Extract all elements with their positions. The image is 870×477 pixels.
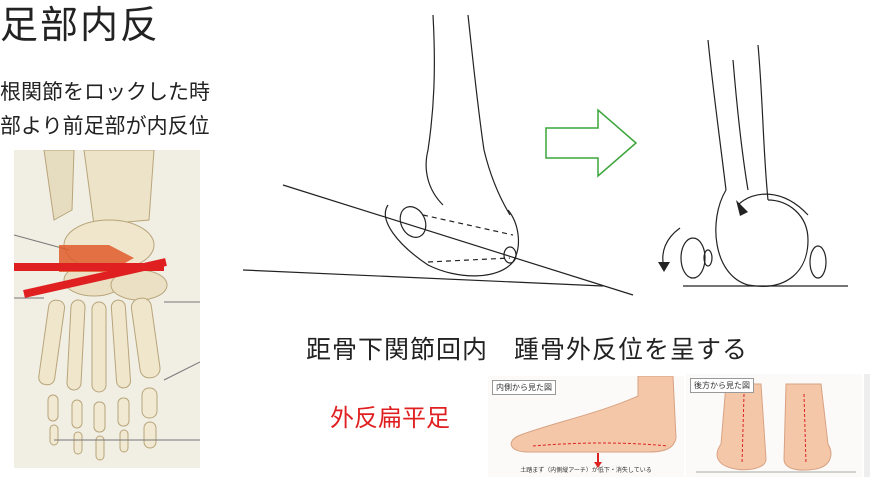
medial-foot-svg: [510, 376, 677, 468]
note-line-2: 部より前足部が内反位: [0, 114, 210, 138]
green-right-arrow-icon: [545, 108, 638, 178]
heel-diagram-svg: [242, 14, 848, 296]
diagram-caption: 距骨下関節回内 踵骨外反位を呈する: [306, 335, 749, 364]
page-title: 足部内反: [0, 3, 161, 47]
medial-view-caption: 土踏まず（内側縦アーチ）が低下・消失している: [520, 467, 652, 474]
foot-bones-svg: [14, 150, 200, 461]
rear-view-tag: 後方から見た図: [690, 378, 754, 393]
note-line-1: 根関節をロックした時: [0, 80, 210, 104]
third-photo-edge: [864, 374, 870, 477]
medial-view-tag: 内側から見た図: [492, 380, 556, 395]
flatfoot-label: 外反扁平足: [330, 404, 450, 432]
foot-skeleton-illustration: [14, 150, 200, 468]
rear-view-photo: 後方から見た図: [686, 374, 862, 477]
rear-feet-svg: [696, 383, 856, 473]
heel-diagram: [228, 0, 870, 312]
medial-view-photo: 内側から見た図 土踏まず（内側縦アーチ）が低下・消失している: [488, 376, 684, 477]
